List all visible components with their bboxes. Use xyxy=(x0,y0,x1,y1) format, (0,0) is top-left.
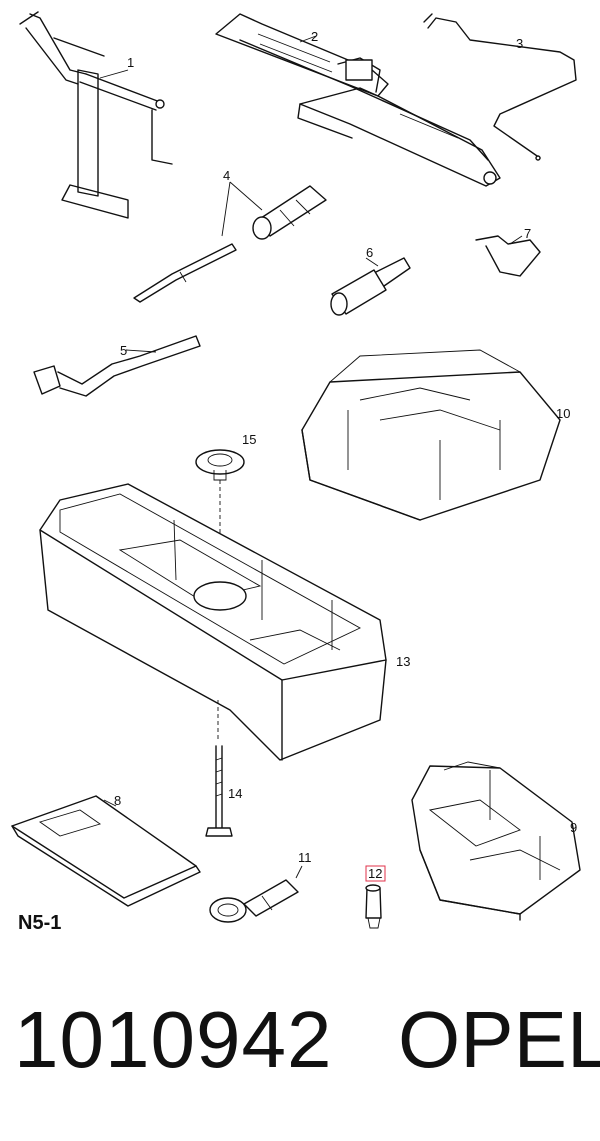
part-6-socket-adapter: 6 xyxy=(330,245,411,316)
label-4: 4 xyxy=(223,168,230,183)
brand-name: OPEL xyxy=(398,995,600,1084)
part-1-stand: 1 xyxy=(19,11,173,219)
part-5-wheel-wrench: 5 xyxy=(33,335,201,397)
part-9-foam-insert: 9 xyxy=(411,761,581,921)
part-7-clip: 7 xyxy=(475,226,541,277)
label-13: 13 xyxy=(396,654,410,669)
label-12: 12 xyxy=(368,866,382,881)
part-13-storage-box: 13 xyxy=(39,483,410,761)
label-7: 7 xyxy=(524,226,531,241)
part-4-screwdriver: 4 xyxy=(133,168,327,303)
label-5: 5 xyxy=(120,343,127,358)
label-9: 9 xyxy=(570,820,577,835)
label-3: 3 xyxy=(516,36,523,51)
part-2-jack: 2 xyxy=(215,13,501,187)
part-number: 1010942 xyxy=(14,995,333,1084)
label-11: 11 xyxy=(298,850,312,865)
label-1: 1 xyxy=(127,55,134,70)
part-8-pouch: 8 xyxy=(11,793,201,907)
label-15: 15 xyxy=(242,432,256,447)
label-14: 14 xyxy=(228,786,242,801)
highlight-box-12 xyxy=(365,865,386,882)
part-3-crank-handle: 3 xyxy=(423,13,577,161)
label-8: 8 xyxy=(114,793,121,808)
label-10: 10 xyxy=(556,406,570,421)
part-14-bolt: 14 xyxy=(205,700,242,837)
diagram-code: N5-1 xyxy=(18,912,62,934)
label-6: 6 xyxy=(366,245,373,260)
part-11-towing-eye: 11 xyxy=(209,850,312,923)
exploded-parts-diagram: 1 2 3 4 5 xyxy=(11,11,581,929)
part-12-fastener: 12 xyxy=(365,865,386,929)
label-2: 2 xyxy=(311,29,318,44)
part-10-tool-tray: 10 xyxy=(301,349,570,521)
